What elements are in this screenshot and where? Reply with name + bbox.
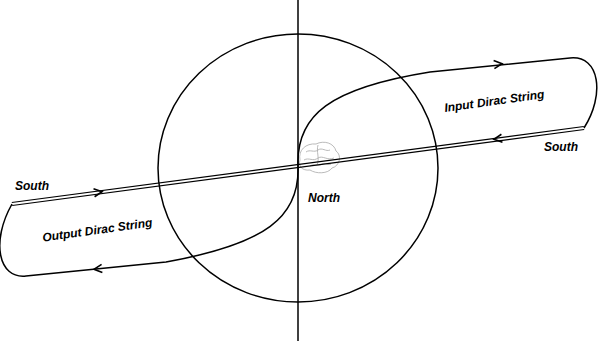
arrowhead bbox=[94, 188, 103, 197]
pole-label: North bbox=[307, 191, 341, 205]
arrowhead bbox=[94, 264, 103, 273]
arrowhead bbox=[494, 60, 503, 69]
pole-label: South bbox=[543, 140, 579, 154]
arrowhead bbox=[493, 134, 502, 143]
string-label: Input Dirac String bbox=[442, 87, 546, 115]
output-loop-curve bbox=[0, 166, 298, 276]
pole-label: South bbox=[14, 179, 50, 193]
input-loop-curve bbox=[298, 58, 597, 166]
string-label: Output Dirac String bbox=[40, 215, 154, 245]
brain-icon bbox=[299, 142, 339, 173]
